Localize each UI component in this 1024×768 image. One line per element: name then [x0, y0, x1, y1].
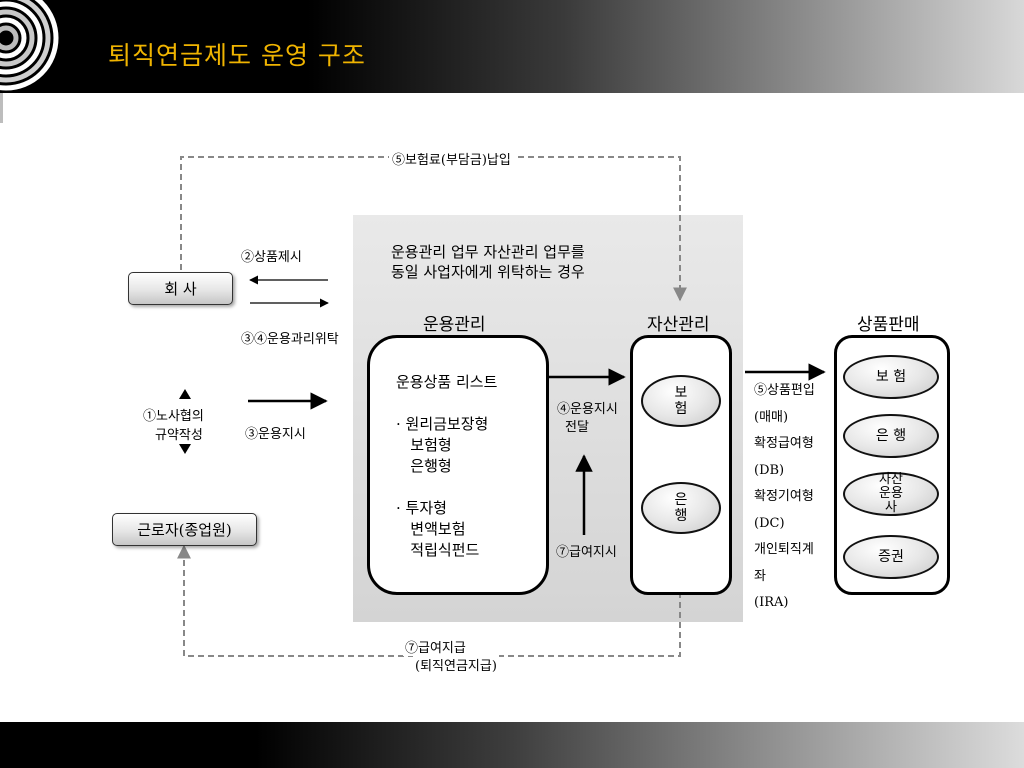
seller-asset-manager-node: 자산 운용 사 — [843, 472, 939, 516]
seller-bank-node: 은 행 — [843, 414, 939, 458]
spiral-logo-icon — [0, 0, 59, 91]
product-sales-title: 상품판매 — [857, 315, 920, 335]
seller-insurance-node: 보 험 — [843, 355, 939, 399]
ops-instruction-label: ③운용지시 — [245, 427, 306, 442]
seller-securities-node: 증권 — [843, 535, 939, 579]
ops-mgmt-title: 운용관리 — [423, 315, 486, 335]
worker-node: 근로자(종업원) — [112, 513, 257, 546]
asset-mgmt-box — [630, 335, 732, 595]
asset-bank-node: 은 행 — [641, 482, 721, 534]
asset-mgmt-title: 자산관리 — [647, 315, 710, 335]
page-title: 퇴직연금제도 운영 구조 — [108, 41, 366, 70]
benefit-payment-label: ⑦급여지급 — [403, 637, 468, 656]
ops-product-list: 운용상품 리스트 · 원리금보장형 보험형 은행형 · 투자형 변액보험 적립식… — [396, 373, 498, 559]
slide-header: 퇴직연금제도 운영 구조 — [0, 0, 1024, 93]
relay-label-2: 전달 — [565, 420, 589, 435]
product-offer-label: ②상품제시 — [241, 250, 302, 265]
benefit-instruction-label: ⑦급여지시 — [556, 545, 617, 560]
up-triangle-icon — [179, 389, 191, 399]
panel-note-line-2: 동일 사업자에게 위탁하는 경우 — [391, 263, 585, 281]
panel-note-line-1: 운용관리 업무 자산관리 업무를 — [391, 243, 585, 261]
entrust-label: ③④운용과리위탁 — [241, 332, 339, 347]
labor-agreement-label: ①노사협의 — [143, 409, 204, 424]
company-node: 회 사 — [128, 272, 233, 305]
premium-payment-label: ⑤보험료(부담금)납입 — [389, 149, 514, 168]
relay-label-1: ④운용지시 — [557, 402, 618, 417]
asset-insurance-node: 보 험 — [641, 375, 721, 427]
pension-payment-label: (퇴직연금지급) — [413, 655, 499, 674]
plan-types-list: ⑤상품편입 (매매) 확정급여형 (DB) 확정기여형 (DC) 개인퇴직계 좌… — [754, 383, 815, 610]
ops-mgmt-box — [367, 335, 549, 595]
down-triangle-icon — [179, 444, 191, 454]
slide-footer — [0, 722, 1024, 768]
header-divider — [0, 93, 3, 123]
rule-drafting-label: 규약작성 — [155, 428, 203, 443]
